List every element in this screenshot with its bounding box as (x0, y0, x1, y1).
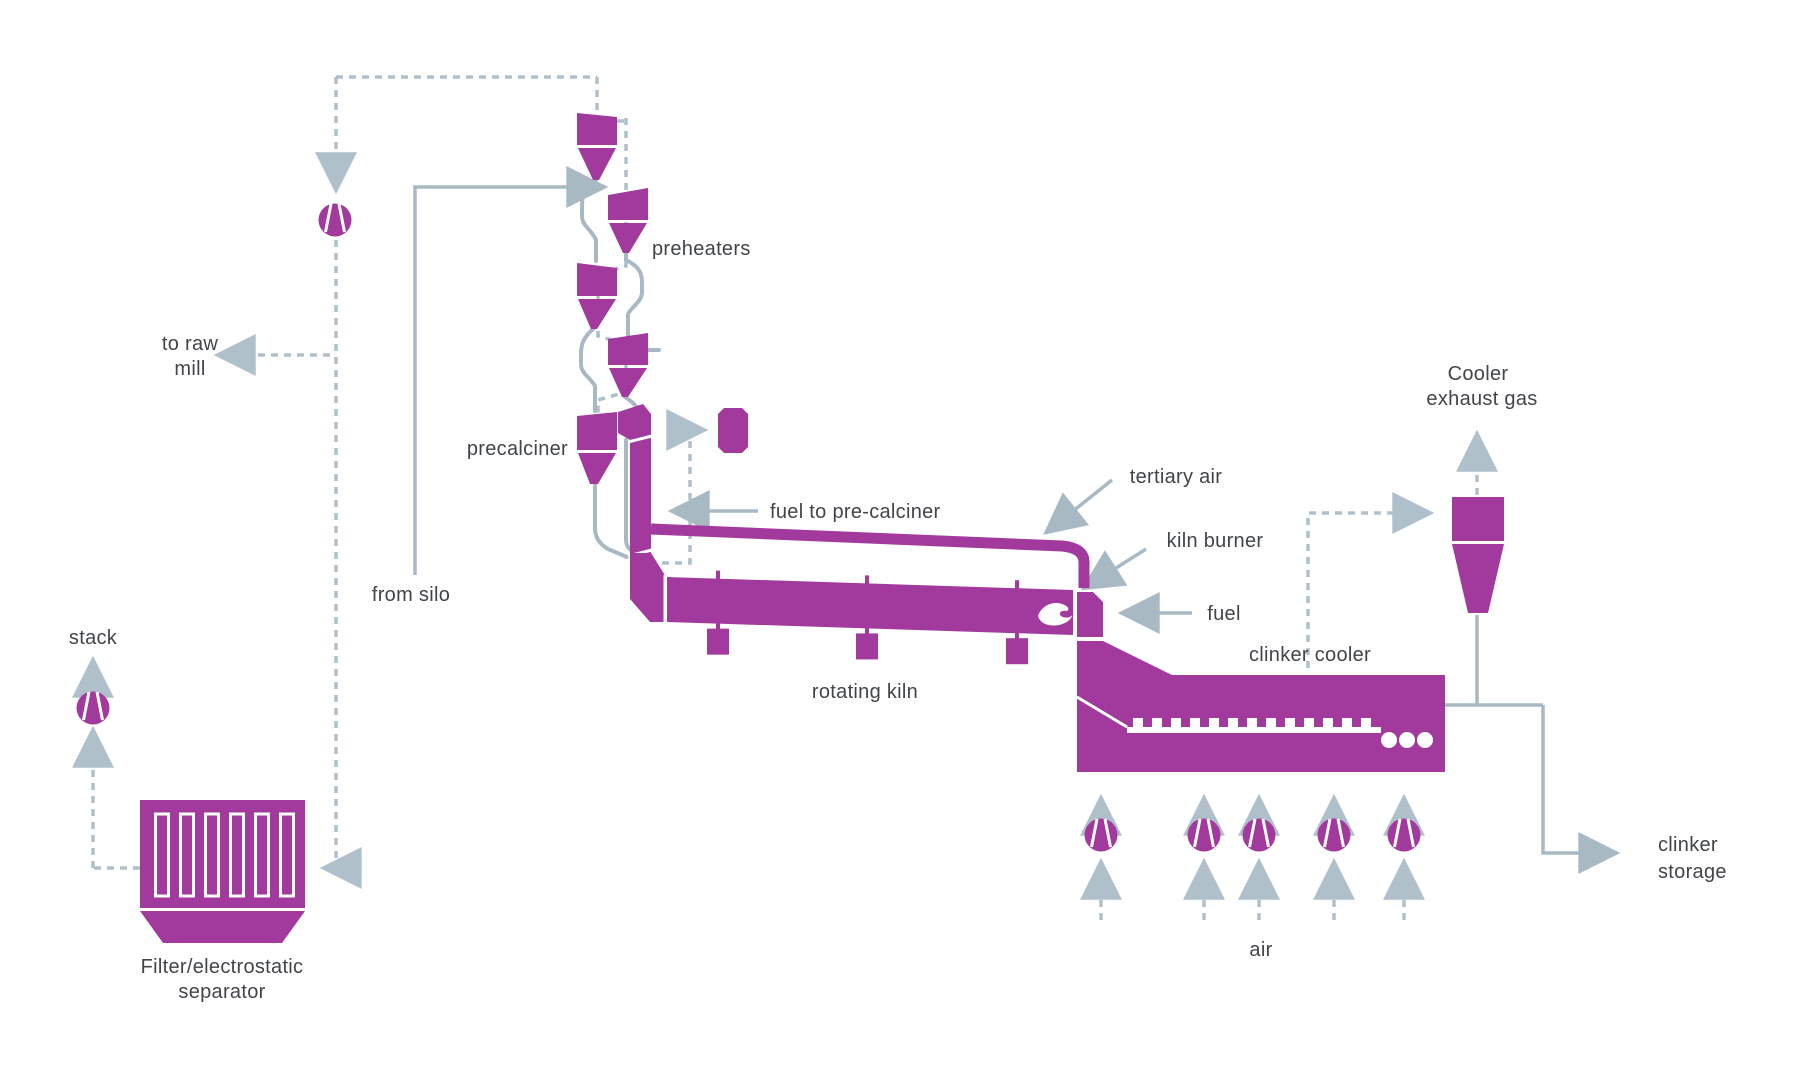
cooler-exhaust-label-line2: exhaust gas (1426, 388, 1537, 410)
downcomer-to-filter-arrow (319, 240, 362, 889)
cooler-exhaust-cyclone (1452, 497, 1504, 613)
annotation-arrows (667, 478, 1192, 634)
tertiary-air-arrow (1043, 478, 1114, 535)
kiln-support-foot (707, 628, 729, 655)
preheater-cyclone-3 (577, 263, 617, 329)
raw-meal-from-silo-line (413, 166, 609, 575)
stack-fan-icon (75, 690, 111, 726)
clinker-storage-label-line1: clinker (1658, 834, 1718, 856)
equipment (75, 113, 1504, 943)
grate-tooth (1171, 718, 1181, 727)
cooling-fan-icon (1083, 817, 1119, 853)
filter-plate (279, 812, 295, 898)
cooling-fan-icon (1316, 817, 1352, 853)
grate-tooth (1228, 718, 1238, 727)
clinker-cooler-label: clinker cooler (1249, 644, 1371, 666)
filter-label-line2: separator (178, 981, 265, 1003)
tertiary-air-duct (650, 523, 1090, 588)
preheater-cyclone-2 (608, 188, 648, 253)
grate-tooth (1285, 718, 1295, 727)
grate-tooth (1361, 718, 1371, 727)
kiln-hood (1077, 592, 1103, 637)
preheater-cyclone-1 (577, 113, 617, 180)
kiln-support-foot (1006, 638, 1028, 665)
kiln-burner-label: kiln burner (1167, 530, 1264, 552)
filter-plate (154, 812, 170, 898)
preheater-top-exhaust-line (336, 75, 599, 110)
preheaters-label: preheaters (652, 238, 751, 260)
to-raw-mill-label-line1: to raw (162, 333, 219, 355)
filter-to-stack-line (91, 742, 140, 870)
cooler-exhaust-label-line1: Cooler (1448, 363, 1509, 385)
fuel-label: fuel (1207, 603, 1240, 625)
cooler-discharge-line (1445, 615, 1543, 707)
cyclone-duct-3 (579, 326, 597, 413)
grate-tooth (1342, 718, 1352, 727)
rotating-kiln (667, 568, 1073, 665)
filter-plate (179, 812, 195, 898)
filter-label-line1: Filter/electrostatic (141, 956, 304, 978)
grate-tooth (1152, 718, 1162, 727)
filter-plate (254, 812, 270, 898)
rotating-kiln-label: rotating kiln (812, 681, 918, 703)
raw-mill-fan-icon (317, 202, 353, 238)
grate-tooth (1266, 718, 1276, 727)
cyclone-duct-2 (624, 251, 644, 338)
precalciner-fuel-line (662, 430, 702, 565)
preheater-cyclone-4 (608, 333, 648, 397)
grate-tooth (1304, 718, 1314, 727)
to-raw-mill-label-line2: mill (174, 358, 205, 380)
clinker-storage-arrow (1541, 705, 1621, 874)
air-label: air (1249, 939, 1272, 961)
from-silo-label: from silo (372, 584, 450, 606)
kiln-inlet-elbow (630, 553, 666, 622)
kiln-burner-arrow (1080, 547, 1147, 591)
fuel-to-precalciner-label: fuel to pre-calciner (770, 501, 941, 523)
stack-label: stack (69, 627, 118, 649)
grate-tooth (1323, 718, 1333, 727)
flame-icon (1038, 603, 1072, 626)
filter-electrostatic-separator (140, 800, 305, 943)
clinker-storage-label-line2: storage (1658, 861, 1727, 883)
cooling-fan-icon (1241, 817, 1277, 853)
grate-tooth (1247, 718, 1257, 727)
clinker-cooler (1076, 641, 1445, 772)
filter-plate (204, 812, 220, 898)
precalciner-label: precalciner (467, 438, 568, 460)
cooler-grate (1127, 727, 1381, 733)
kiln-support-foot (856, 633, 878, 660)
precalciner-cyclone (577, 412, 617, 484)
cooling-fan-icon (1386, 817, 1422, 853)
grate-tooth (1209, 718, 1219, 727)
tertiary-air-label: tertiary air (1130, 466, 1223, 488)
filter-hopper (140, 911, 305, 943)
riser-duct (618, 404, 667, 624)
cooling-fan-icon (1186, 817, 1222, 853)
fuel-tank (718, 408, 748, 453)
labels: preheaters precalciner from silo to raw … (69, 238, 1727, 1003)
clinker-crusher-rollers (1381, 732, 1433, 748)
filter-plates (154, 812, 295, 898)
exhaust-gas-dashed-lines (72, 75, 1498, 920)
cooler-grate-teeth (1133, 718, 1371, 727)
cyclone-duct-1 (580, 178, 598, 263)
precalciner-drop-line (593, 483, 629, 559)
grate-tooth (1133, 718, 1143, 727)
grate-tooth (1190, 718, 1200, 727)
filter-plate (229, 812, 245, 898)
cooler-exhaust-duct-line (1306, 492, 1435, 668)
cooling-air-arrows (1080, 793, 1425, 920)
